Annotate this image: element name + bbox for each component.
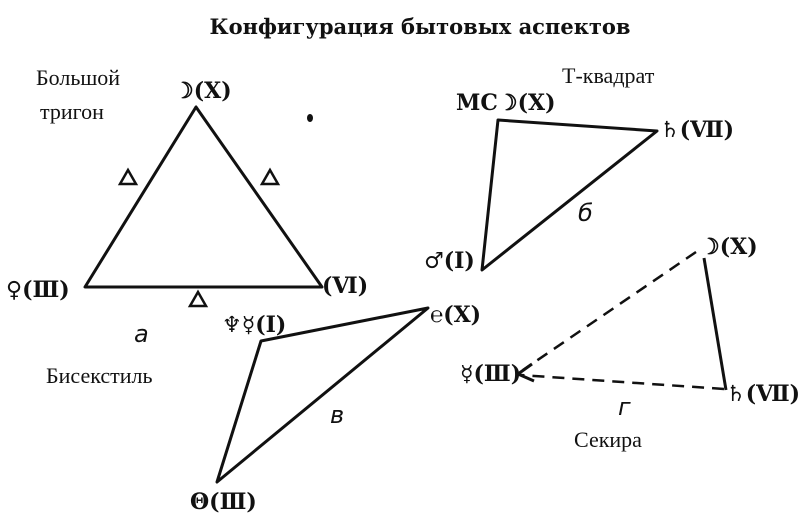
t-square-triangle <box>480 118 659 272</box>
bisextile-vertex-top-left: ♆☿(Ⅰ) <box>222 312 286 338</box>
grand-trine-vertex-top: ☽(Ⅹ) <box>174 78 232 104</box>
grand-trine-letter: а <box>134 320 149 348</box>
trine-mark-left <box>117 167 139 186</box>
grand-trine-caption-line1: Большой <box>36 65 120 90</box>
axe-vertex-left: ☿(Ⅲ) <box>460 361 521 387</box>
grand-trine-triangle <box>83 105 324 289</box>
axe-dashed-edge-top <box>522 250 697 372</box>
t-square-vertex-top: MC☽(Ⅹ) <box>456 90 555 116</box>
t-square: Т-квадрат MC☽(Ⅹ) ♄(Ⅶ) ♂(Ⅰ) б <box>424 63 734 274</box>
bisextile-caption: Бисекстиль <box>46 363 153 388</box>
axe-letter: г <box>618 393 631 421</box>
grand-trine-caption-line2: тригон <box>40 99 104 124</box>
grand-trine-vertex-left: ♀(Ⅲ) <box>6 277 70 303</box>
t-square-vertex-bottom: ♂(Ⅰ) <box>424 248 475 274</box>
axe-vertex-right: ♄(Ⅶ) <box>726 381 800 407</box>
bisextile: Бисекстиль ♆☿(Ⅰ) ℮(Ⅹ) Θ(Ⅲ) в <box>46 302 481 515</box>
bisextile-letter: в <box>330 401 344 429</box>
bisextile-vertex-bottom: Θ(Ⅲ) <box>190 489 257 515</box>
axe-dashed-edge-bottom <box>519 373 725 391</box>
grand-trine: Большой тригон ☽(Ⅹ) ♀(Ⅲ) (Ⅵ) а <box>6 65 368 348</box>
grand-trine-vertex-right: (Ⅵ) <box>322 273 368 299</box>
trine-mark-bottom <box>187 289 209 308</box>
t-square-vertex-right: ♄(Ⅶ) <box>660 117 734 143</box>
stray-dot <box>307 114 313 122</box>
axe-vertex-top: ☽(Ⅹ) <box>700 234 758 260</box>
axe-solid-edge <box>702 257 728 391</box>
axe-caption: Секира <box>574 427 642 452</box>
axe: Секира ☽(Ⅹ) ☿(Ⅲ) ♄(Ⅶ) г <box>460 234 800 452</box>
bisextile-triangle <box>215 306 430 484</box>
t-square-caption: Т-квадрат <box>562 63 655 88</box>
bisextile-vertex-right: ℮(Ⅹ) <box>430 302 481 328</box>
t-square-letter: б <box>578 199 593 227</box>
trine-mark-right <box>259 167 281 186</box>
axe-arrowhead <box>516 362 535 383</box>
diagram-title: Конфигурация бытовых аспектов <box>210 14 631 39</box>
